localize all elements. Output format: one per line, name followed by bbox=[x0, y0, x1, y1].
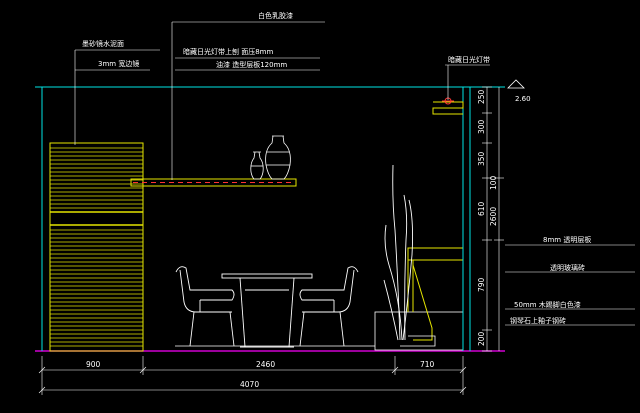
dining-chair-left bbox=[175, 266, 235, 347]
vertical-dimension-right bbox=[482, 86, 504, 352]
label-mirror: 3mm 宽边镜 bbox=[98, 59, 139, 68]
slatted-wall-cabinet bbox=[49, 142, 144, 352]
label-base-finish: 50mm 木踢脚白色漆 bbox=[514, 300, 581, 309]
label-shelf-light: 暗藏日光灯带上刨 面压8mm bbox=[183, 47, 273, 56]
dim-vertical-200: 200 bbox=[477, 331, 486, 346]
vase-large bbox=[265, 135, 291, 180]
round-dining-table bbox=[221, 273, 313, 348]
dim-vertical-350: 350 bbox=[477, 151, 486, 166]
dim-vertical-790: 790 bbox=[477, 277, 486, 292]
decorative-branches bbox=[383, 164, 414, 341]
dim-vertical-2600: 2600 bbox=[489, 207, 498, 226]
label-ceiling-material: 白色乳胶漆 bbox=[258, 11, 293, 20]
dim-vertical-300: 300 bbox=[477, 119, 486, 134]
dim-vertical-250: 250 bbox=[477, 89, 486, 104]
dim-vertical-610: 610 bbox=[477, 201, 486, 216]
label-hidden-light: 暗藏日光灯带 bbox=[448, 55, 490, 64]
label-wall-finish: 墨砂镜水泥面 bbox=[82, 39, 124, 48]
dim-horizontal-710: 710 bbox=[420, 360, 435, 369]
display-shelf bbox=[130, 178, 297, 187]
leader-lines bbox=[74, 21, 635, 326]
glass-partition bbox=[374, 247, 464, 351]
label-floor-finish: 钢琴石上釉子钢砖 bbox=[510, 316, 566, 325]
dining-chair-right bbox=[299, 266, 359, 347]
horizontal-dimension-bottom bbox=[38, 356, 467, 395]
dim-vertical-100: 100 bbox=[489, 175, 498, 190]
label-level-mark: 2.60 bbox=[515, 95, 531, 103]
vase-small bbox=[250, 151, 264, 180]
dim-total-4070: 4070 bbox=[240, 380, 259, 389]
label-glass-shelf: 8mm 透明层板 bbox=[543, 235, 591, 244]
label-shelf-board: 油漆 造型层板120mm bbox=[216, 60, 287, 69]
dim-horizontal-900: 900 bbox=[86, 360, 101, 369]
hidden-light-box bbox=[432, 97, 464, 115]
dim-horizontal-2460: 2460 bbox=[256, 360, 275, 369]
level-mark-arrow bbox=[507, 79, 525, 89]
label-glass-panel: 透明玻璃砖 bbox=[550, 263, 585, 272]
